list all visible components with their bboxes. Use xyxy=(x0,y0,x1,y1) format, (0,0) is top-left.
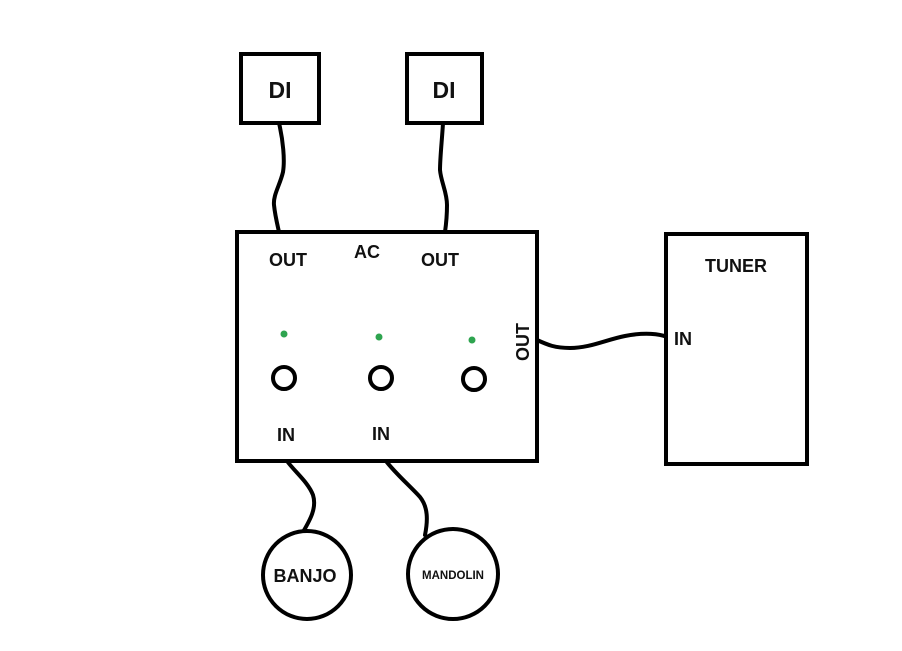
tuner-in-label: IN xyxy=(674,329,692,349)
channel-2-jack-icon xyxy=(368,365,394,391)
mixer-out-left-label: OUT xyxy=(269,250,307,270)
mixer-side-out-label: OUT xyxy=(513,323,533,361)
mixer-ac-label: AC xyxy=(354,242,380,262)
di-box-right: DI xyxy=(405,52,484,125)
tuner-title: TUNER xyxy=(705,256,767,276)
wire-di-left-to-out xyxy=(271,121,286,234)
channel-1-led-icon xyxy=(280,330,288,338)
channel-1-jack-icon xyxy=(271,365,297,391)
mixer-in-label-1: IN xyxy=(277,425,295,445)
di-label-left: DI xyxy=(269,77,292,103)
tuner-box: TUNER IN xyxy=(664,232,809,466)
mixer-in-label-2: IN xyxy=(372,424,390,444)
mixer-out-right-label: OUT xyxy=(421,250,459,270)
mandolin-circle: MANDOLIN xyxy=(406,527,500,621)
wire-di-right-to-out xyxy=(437,121,450,234)
channel-3-jack-icon xyxy=(461,366,487,392)
wire-out-to-tuner xyxy=(535,331,669,351)
channel-2-led-icon xyxy=(375,333,383,341)
mixer-box: OUT AC OUT OUT IN IN xyxy=(235,230,539,463)
wire-banjo-to-in xyxy=(285,459,317,534)
di-label-right: DI xyxy=(433,77,456,103)
di-box-left: DI xyxy=(239,52,321,125)
mandolin-label: MANDOLIN xyxy=(422,570,484,582)
banjo-label: BANJO xyxy=(273,566,336,586)
wire-mandolin-to-in xyxy=(384,459,429,537)
banjo-circle: BANJO xyxy=(261,529,353,621)
channel-3-led-icon xyxy=(468,336,476,344)
